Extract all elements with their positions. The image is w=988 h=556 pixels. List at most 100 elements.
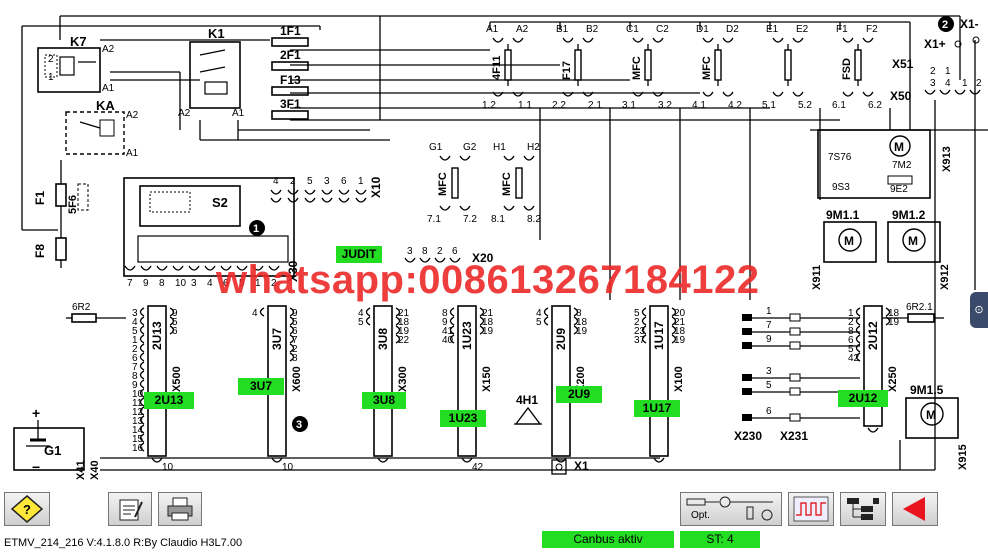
fuse-name: MFC	[701, 56, 713, 80]
pin-label: 41	[442, 326, 454, 337]
x10-pin-label: 6	[341, 176, 347, 187]
svg-text:M: M	[926, 408, 936, 422]
connector-x10: X10	[369, 176, 383, 198]
svg-text:2: 2	[48, 54, 54, 65]
x230-pin-label: 5	[766, 380, 772, 391]
notes-button[interactable]	[108, 492, 152, 526]
pin-label: 5	[292, 317, 298, 328]
svg-text:6R2: 6R2	[72, 302, 91, 313]
watermark-text: whatsapp:008613267184122	[216, 258, 760, 302]
terminal-x1-plus: X1+	[924, 37, 946, 51]
x30-pin-label: 1	[255, 278, 261, 289]
x230-pin	[742, 314, 752, 321]
fuse-plug	[632, 91, 644, 97]
fuse-pin-label: D2	[726, 24, 739, 35]
fuse-plug	[862, 37, 874, 43]
pin-label: 3	[132, 308, 138, 319]
switch-s2-label: S2	[212, 195, 228, 210]
relay-k1: K1 A2 A1	[178, 26, 245, 119]
connector-x30: X30	[286, 260, 300, 282]
fuse-plug	[772, 91, 784, 97]
structure-button[interactable]	[840, 492, 886, 526]
x30-pin-label: 8	[159, 278, 165, 289]
wiring-diagram: K7 A2 A1 2 1 K1 A2 A1 KA A2 A1 1F1 2F1 F…	[13, 15, 988, 480]
back-button[interactable]	[892, 492, 938, 526]
x10-pin-label: 1	[358, 176, 364, 187]
badge-2: 2	[938, 16, 954, 32]
fuse-element	[515, 167, 523, 199]
svg-text:3: 3	[296, 419, 302, 431]
fuse-name: MFC	[631, 56, 643, 80]
x230-pin	[742, 328, 752, 335]
lamp-4h1-label: 4H1	[516, 393, 538, 407]
fuse-pin-label: 4.2	[728, 100, 742, 111]
pin-label: 9	[292, 308, 298, 319]
x30-plug	[220, 265, 232, 271]
fuse-plug	[842, 37, 854, 43]
pin-label: 1	[848, 308, 854, 319]
fuse-5f6-label: 5F6	[67, 195, 79, 214]
connector-x913: X913	[941, 146, 953, 172]
pin-label: 4	[252, 308, 258, 319]
fuse-3f1-label: 3F1	[280, 97, 301, 111]
options-button[interactable]: Opt.	[680, 492, 782, 526]
red-left-arrow-icon	[903, 497, 925, 521]
fuse-element	[574, 49, 582, 81]
pin-label: 4	[536, 308, 542, 319]
fuse-pin-label: B1	[556, 24, 569, 35]
x30-pin-label: 2	[271, 278, 277, 289]
x10-plug	[338, 189, 350, 195]
relay-ka: KA A2 A1	[65, 98, 139, 159]
fuse-plug	[652, 91, 664, 97]
fuse-pin-label: E1	[766, 24, 779, 35]
x30-pin-label: 10	[175, 278, 187, 289]
fuse-plug	[562, 37, 574, 43]
motor-9m1-2-label: 9M1.2	[892, 208, 926, 222]
help-button[interactable]: ?	[4, 492, 50, 526]
pin-label: 6	[848, 335, 854, 346]
pin-label: 5	[634, 308, 640, 319]
x30-plug	[140, 265, 152, 271]
relay-k7: K7 A2 A1 2 1	[37, 34, 115, 94]
x10-plug	[338, 197, 350, 203]
tag-3u7: 3U7	[238, 378, 284, 395]
pin-label: 18	[482, 317, 494, 328]
motor-9m1-5-label: 9M1.5	[910, 383, 944, 397]
signal-button[interactable]	[788, 492, 834, 526]
x30-plug	[188, 265, 200, 271]
fuse-pin-label: 7.2	[463, 214, 477, 225]
module-connector: X600	[291, 366, 303, 392]
st-status: ST: 4	[680, 531, 760, 548]
svg-text:A2: A2	[178, 108, 191, 119]
x20-pin-label: 6	[452, 246, 458, 257]
print-button[interactable]	[158, 492, 202, 526]
pin-label: 19	[482, 326, 494, 337]
pin-label: 21	[674, 317, 686, 328]
pin-label: 5	[358, 317, 364, 328]
pin-label: 8	[292, 353, 298, 364]
fuse-pin-label: 2.1	[588, 100, 602, 111]
pin-label: 8	[132, 371, 138, 382]
x230-pin-label: 1	[766, 306, 772, 317]
svg-text:1: 1	[48, 72, 54, 83]
x230-pin-label: 7	[766, 320, 772, 331]
fuse-plug	[439, 205, 451, 211]
x30-pin-label: 3	[191, 278, 197, 289]
pin-label: 19	[674, 335, 686, 346]
fuse-pin-label: 5.1	[762, 100, 776, 111]
fuse-plug	[582, 91, 594, 97]
x230-pin	[742, 342, 752, 349]
x231-pin	[789, 341, 801, 350]
pin-label: 5	[536, 317, 542, 328]
pin-label: 5	[172, 317, 178, 328]
pin-label: 10	[282, 462, 294, 473]
side-panel-tab[interactable]: ⊙	[970, 292, 988, 328]
x20-pin-label: 8	[422, 246, 428, 257]
pin-label: 1	[132, 335, 138, 346]
